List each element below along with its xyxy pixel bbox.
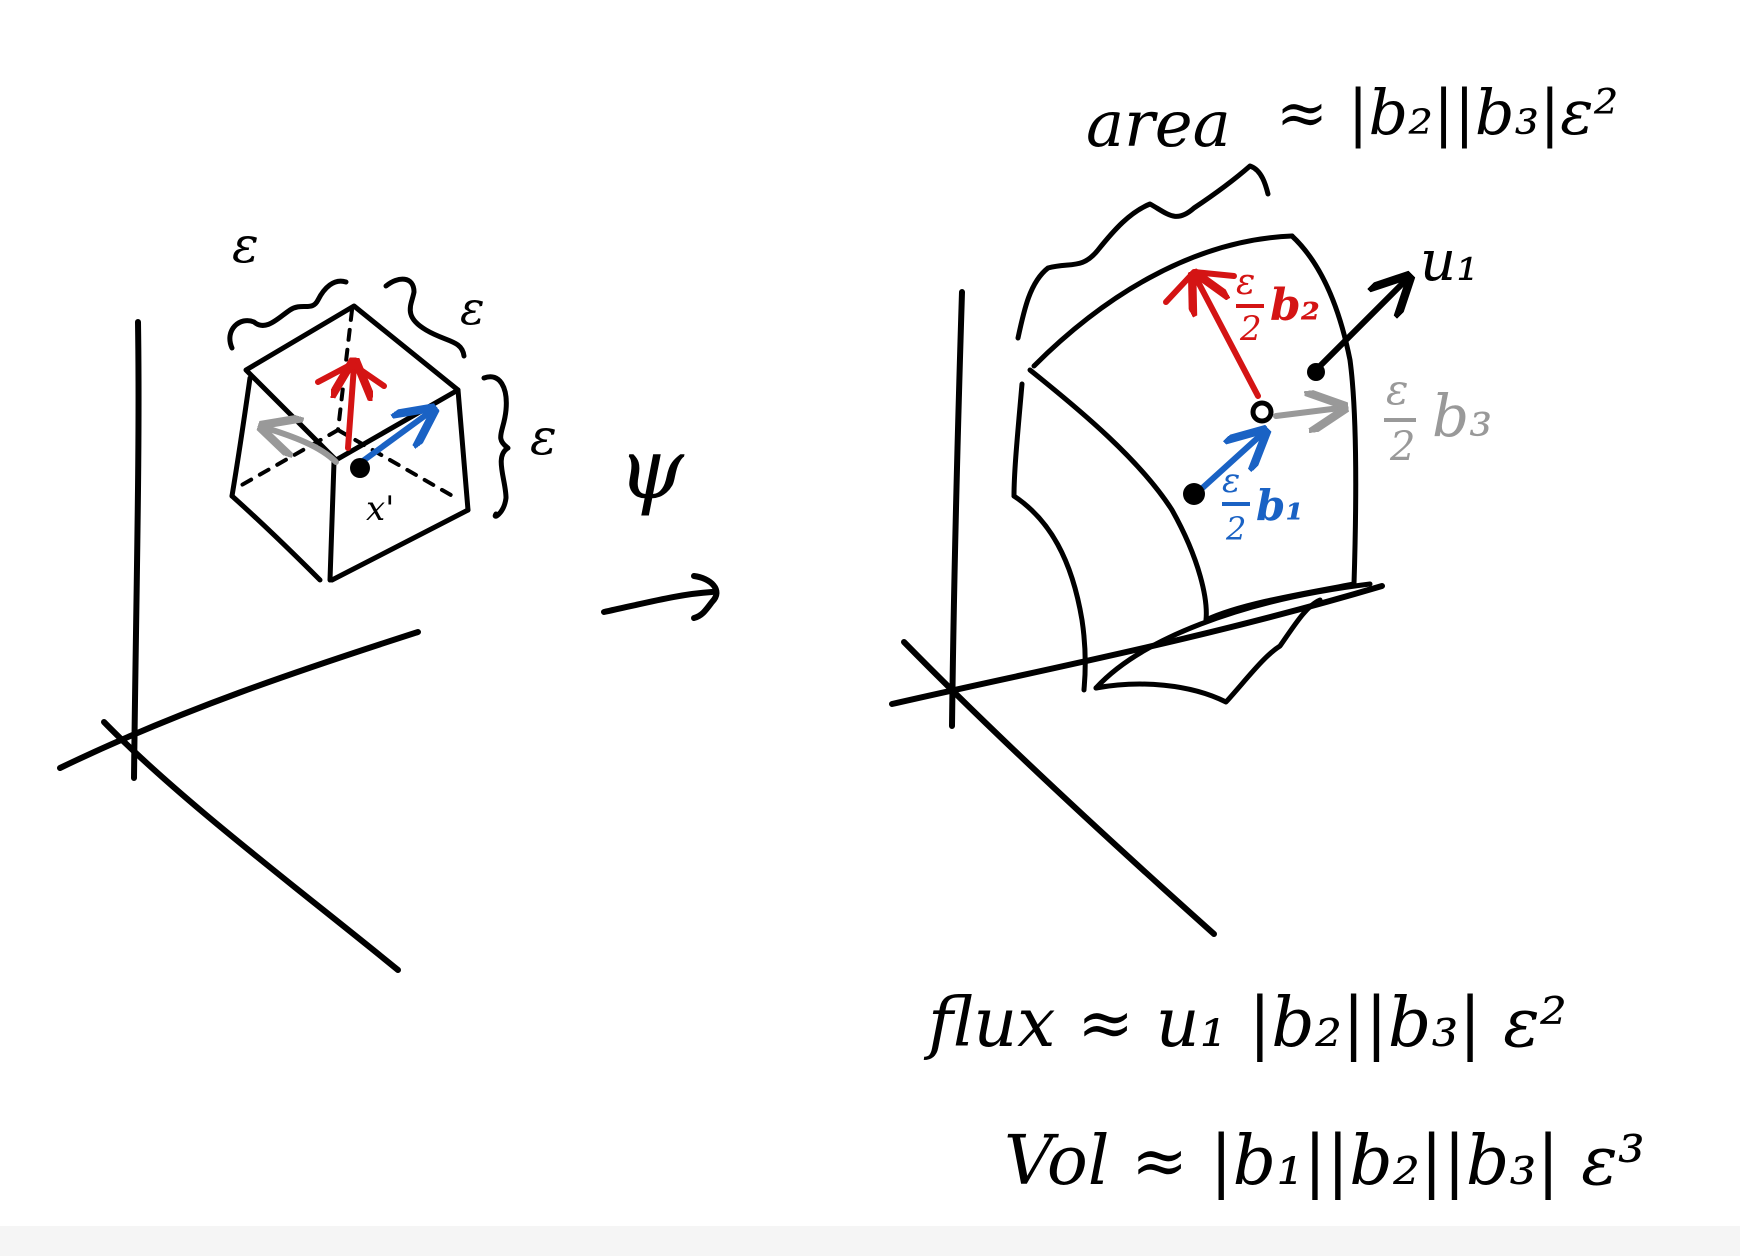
cube-red-vector — [348, 366, 354, 451]
flux-equation: flux ≈ u₁ |b₂||b₃| ε² — [923, 984, 1567, 1063]
left-cube — [229, 303, 471, 583]
right-blue-vector — [1195, 434, 1262, 495]
curved-brackets — [1015, 163, 1323, 705]
label-eps-right: ε — [530, 408, 557, 466]
b2-vector-label: b₂ — [1270, 280, 1320, 331]
b1-frac-num: ε — [1222, 461, 1240, 501]
area-word: area — [1086, 88, 1231, 162]
bracket-right — [481, 374, 511, 519]
cube-bottom-edge — [329, 507, 471, 583]
cube-blue-vector — [353, 412, 430, 469]
curved-top-face — [1031, 233, 1295, 369]
label-b1-coeff: ε 2 b₁ — [1222, 461, 1304, 548]
right-red-vector — [1196, 278, 1261, 399]
right-axes — [889, 289, 1385, 937]
b3-frac-num: ε — [1386, 365, 1409, 414]
label-u1: u₁ — [1420, 229, 1479, 294]
right-axis-depth — [901, 639, 1217, 937]
left-axis-vertical — [131, 319, 142, 781]
map-arrow — [601, 589, 715, 615]
bottom-strip — [0, 1226, 1740, 1256]
curved-left-bottom — [1011, 493, 1088, 693]
right-red-arrowbar — [1163, 269, 1237, 305]
cube-red-arrowbar — [315, 361, 387, 389]
label-eps-upper-right: ε — [460, 281, 485, 335]
bracket-curved-top — [1015, 163, 1271, 341]
b1-vector-label: b₁ — [1256, 481, 1304, 530]
curved-inner-edge — [1027, 367, 1209, 623]
b2-frac-num: ε — [1236, 262, 1255, 303]
cube-left-edge — [229, 375, 253, 499]
cube-point-x — [350, 458, 370, 478]
cube-hidden-edges — [238, 308, 458, 500]
map-psi-symbol: ψ — [618, 420, 685, 518]
right-axis-vertical — [949, 289, 965, 729]
bracket-top — [227, 278, 349, 351]
b3-vector-label: b₃ — [1432, 382, 1492, 450]
cube-front-edge — [327, 459, 337, 583]
b1-frac-den: 2 — [1225, 510, 1246, 548]
right-point-upper — [1307, 363, 1325, 381]
label-b2-coeff: ε 2 b₂ — [1236, 262, 1320, 349]
bracket-curved-bottom — [1093, 597, 1323, 705]
curved-bottom-inner — [1203, 581, 1357, 623]
right-gray-vector — [1273, 408, 1340, 416]
left-axis-horizontal — [57, 629, 421, 771]
label-eps-top: ε — [232, 216, 259, 274]
label-b3-coeff: ε 2 b₃ — [1384, 365, 1492, 470]
right-u1-vector — [1313, 280, 1406, 373]
curved-right-side — [1289, 233, 1359, 587]
label-x-prime: x' — [366, 489, 395, 529]
area-formula: ≈ |b₂||b₃|ε² — [1276, 76, 1618, 149]
b3-frac-den: 2 — [1389, 424, 1415, 470]
left-axes — [57, 319, 421, 973]
curved-left-side — [1011, 381, 1025, 499]
bracket-upper-right — [383, 276, 467, 359]
left-axis-depth — [101, 719, 401, 973]
cube-right-edge — [455, 387, 471, 513]
cube-gray-vector — [266, 428, 339, 465]
map-arrow-head — [691, 573, 720, 621]
right-point-open — [1250, 400, 1274, 424]
cube-left-bottom — [229, 493, 323, 583]
volume-equation: Vol ≈ |b₁||b₂||b₃| ε³ — [1004, 1122, 1645, 1201]
cube-brackets — [227, 276, 511, 519]
b2-frac-den: 2 — [1239, 309, 1262, 349]
right-point-lower — [1183, 483, 1205, 505]
curved-volume — [1011, 233, 1373, 693]
